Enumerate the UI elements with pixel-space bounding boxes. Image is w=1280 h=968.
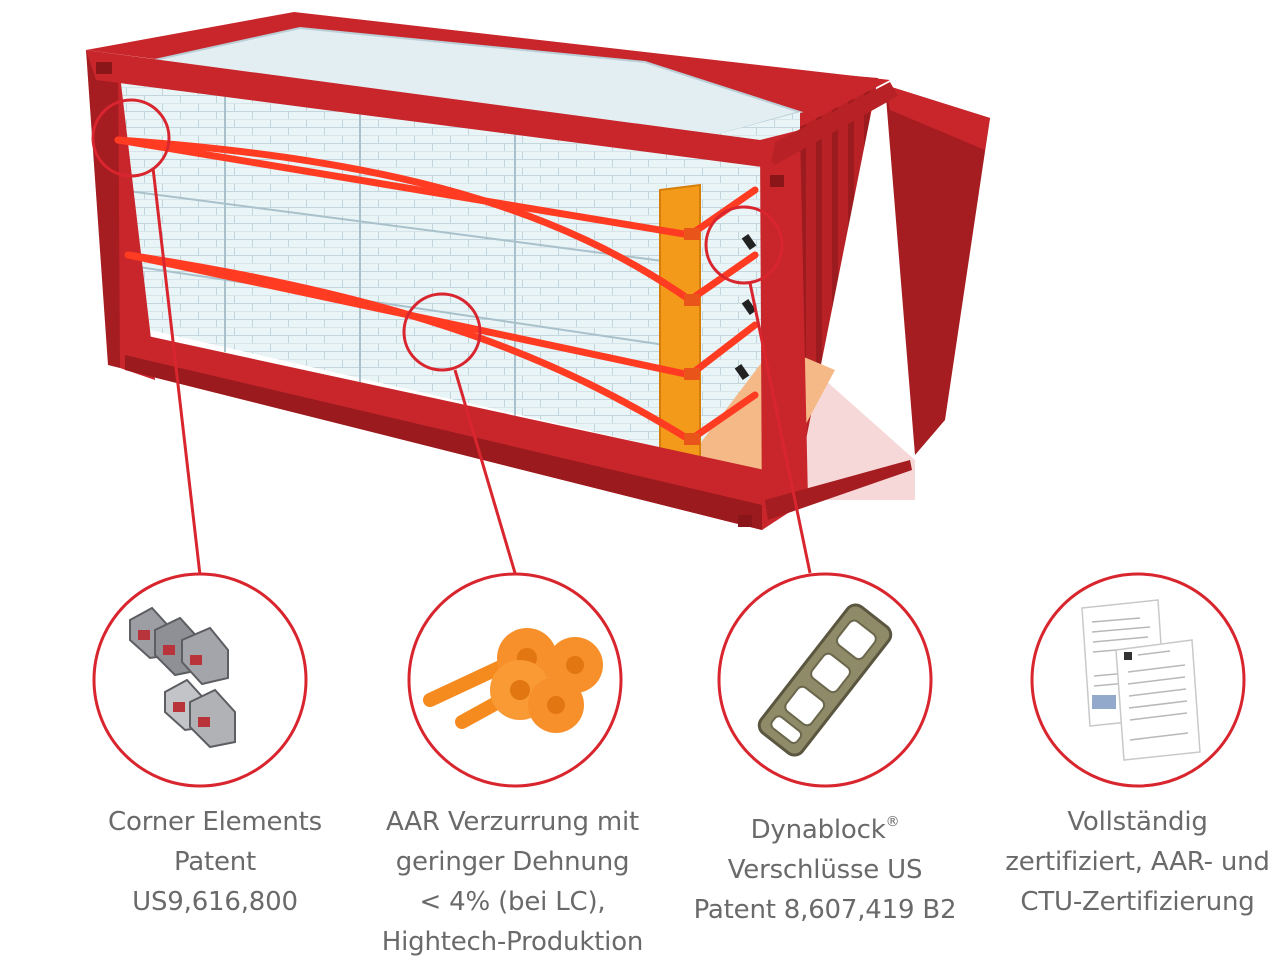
caption-brand: Dynablock xyxy=(750,815,886,845)
strap-rolls-icon xyxy=(423,628,603,733)
caption-aar-lashing: AAR Verzurrung mit geringer Dehnung < 4%… xyxy=(360,802,665,962)
feature-dynablock xyxy=(717,572,933,788)
feature-aar-lashing xyxy=(407,572,623,788)
caption-dynablock: Dynablock® Verschlüsse US Patent 8,607,4… xyxy=(680,802,970,930)
feature-corner-elements xyxy=(92,572,308,788)
caption-line: Vollständig xyxy=(1067,807,1208,837)
right-post xyxy=(760,130,808,530)
registered-mark: ® xyxy=(885,814,900,830)
caption-line: AAR Verzurrung mit xyxy=(386,807,639,837)
caption-line: Hightech-Produktion xyxy=(381,927,644,957)
buckle-icon xyxy=(757,603,893,757)
highlight-buckle xyxy=(704,205,784,285)
buckles xyxy=(734,233,757,381)
caption-line: < 4% (bei LC), xyxy=(419,887,606,917)
caption-line: Dynablock® xyxy=(680,802,970,850)
caption-line: CTU-Zertifizierung xyxy=(1020,887,1255,917)
connector-lines xyxy=(151,167,812,576)
caption-line: Corner Elements xyxy=(108,807,322,837)
caption-line: US9,616,800 xyxy=(132,887,298,917)
caption-line: Verschlüsse US xyxy=(727,855,923,885)
shipping-container xyxy=(86,12,990,530)
caption-line: zertifiziert, AAR- und xyxy=(1005,847,1270,877)
certificate-documents-icon xyxy=(1081,599,1201,761)
top-rail xyxy=(86,50,775,168)
caption-line: Patent 8,607,419 B2 xyxy=(693,895,957,925)
corner-elements-icon xyxy=(129,606,236,749)
container-door xyxy=(885,85,990,455)
caption-line: geringer Dehnung xyxy=(395,847,630,877)
caption-certification: Vollständig zertifiziert, AAR- und CTU-Z… xyxy=(995,802,1280,922)
feature-certification xyxy=(1030,572,1246,788)
highlight-strap xyxy=(402,292,482,372)
caption-line: Patent xyxy=(173,847,257,877)
caption-corner-elements: Corner Elements Patent US9,616,800 xyxy=(80,802,350,922)
highlight-corner-element xyxy=(91,98,171,178)
